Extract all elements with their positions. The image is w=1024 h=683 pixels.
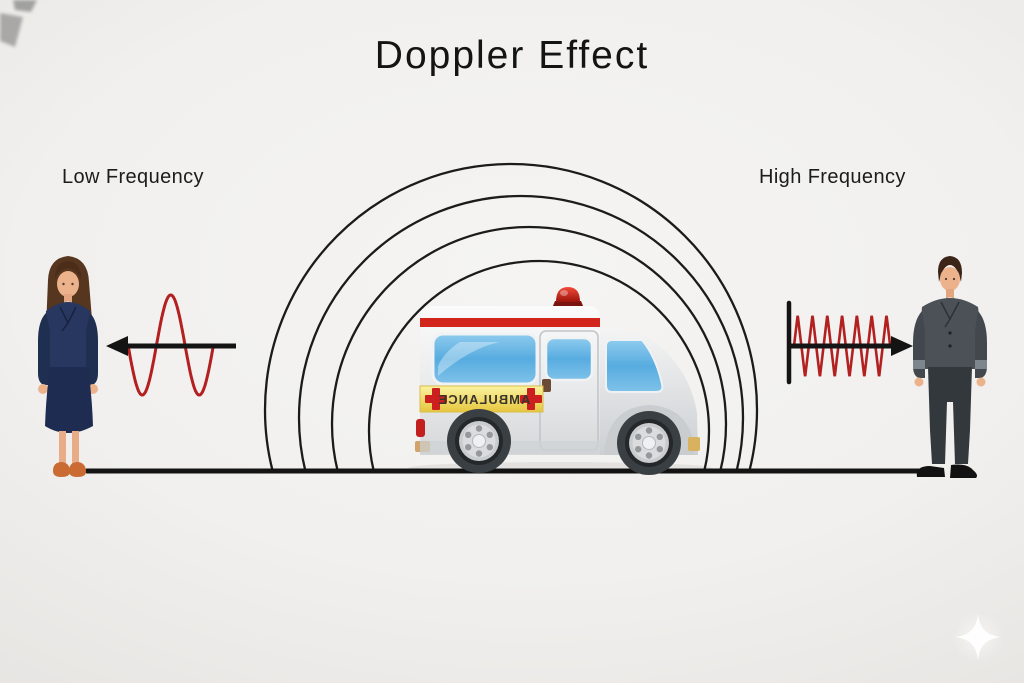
man-cuff xyxy=(975,360,987,369)
high-frequency-label: High Frequency xyxy=(759,166,906,188)
sound-circle xyxy=(367,259,711,471)
windshield xyxy=(605,339,664,393)
rear-wheel xyxy=(447,409,511,473)
woman-left-arm xyxy=(38,313,50,385)
woman-hair-front xyxy=(55,261,81,279)
man-neck xyxy=(946,289,954,300)
low-frequency-wave xyxy=(106,293,236,397)
man-hair xyxy=(938,256,962,282)
ambulance-banner-text: AMBULANCE xyxy=(438,392,531,407)
sound-wave-circles xyxy=(263,162,759,471)
woman-hand xyxy=(38,384,48,394)
man-shoe xyxy=(950,464,977,478)
red-cross-icon xyxy=(520,388,542,410)
ambulance-roof-stripe xyxy=(420,318,600,327)
woman-observer xyxy=(38,256,98,477)
sound-circle xyxy=(297,194,745,471)
sparkle-icon xyxy=(952,611,1004,663)
man-observer xyxy=(913,256,987,478)
woman-leg xyxy=(72,431,79,467)
high-frequency-wave xyxy=(786,300,913,385)
left-arrow-icon xyxy=(106,336,128,356)
low-frequency-label: Low Frequency xyxy=(62,166,204,188)
woman-leg xyxy=(59,431,66,467)
man-face xyxy=(940,267,960,291)
corner-smudge xyxy=(0,0,37,47)
man-shoe xyxy=(916,466,945,477)
door-window xyxy=(544,336,594,382)
ambulance: AMBULANCE xyxy=(408,287,712,475)
woman-jacket xyxy=(44,302,93,369)
woman-face xyxy=(57,271,79,297)
high-frequency-zigzag xyxy=(792,315,892,377)
page-title: Doppler Effect xyxy=(374,34,650,77)
woman-skirt xyxy=(45,367,93,433)
woman-neck xyxy=(64,294,72,305)
sound-circle xyxy=(263,162,759,471)
man-trousers xyxy=(928,367,972,464)
right-arrow-icon xyxy=(891,336,913,356)
side-window-glare xyxy=(438,342,500,376)
woman-right-arm xyxy=(86,313,98,385)
front-wheel xyxy=(617,411,681,475)
sound-circle xyxy=(330,225,728,471)
door-handle xyxy=(542,379,551,392)
man-hand xyxy=(976,377,986,387)
low-frequency-sine xyxy=(126,293,215,397)
tail-light xyxy=(416,419,425,437)
man-hand xyxy=(914,377,924,387)
woman-shoe xyxy=(53,462,70,477)
red-cross-icon xyxy=(425,388,447,410)
front-marker-light xyxy=(688,437,700,451)
man-cuff xyxy=(913,360,925,369)
ambulance-banner: AMBULANCE xyxy=(419,385,544,413)
woman-shoe xyxy=(69,462,86,477)
side-window xyxy=(431,332,539,386)
